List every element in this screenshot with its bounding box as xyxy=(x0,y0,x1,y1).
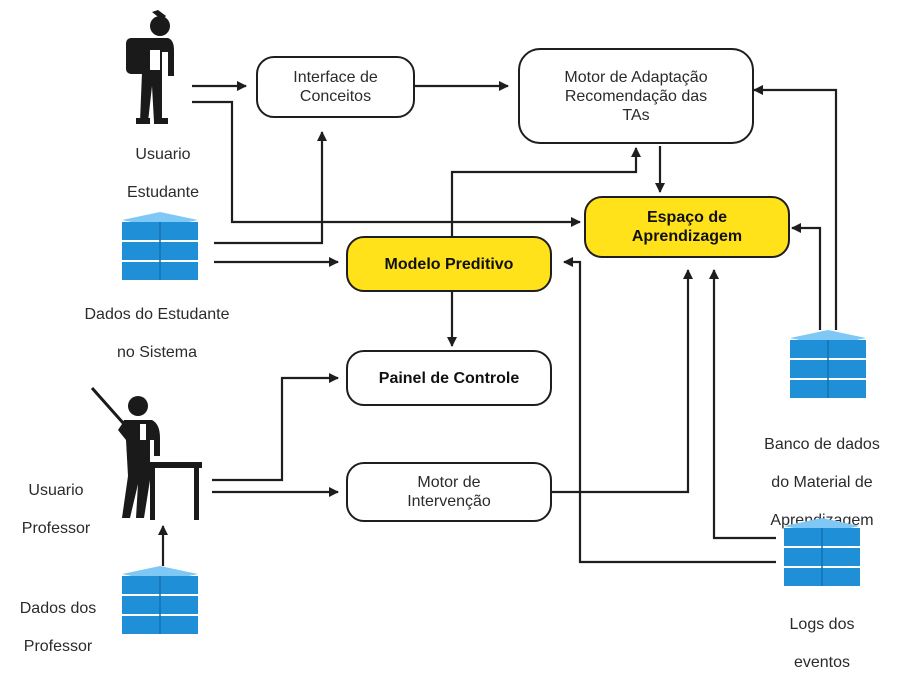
node-espaco-line1: Espaço de xyxy=(646,209,728,226)
edge-dados-interface xyxy=(214,131,327,245)
actor-estudante-line1: Usuario xyxy=(135,146,191,163)
database-icon-logs xyxy=(784,518,860,586)
node-intervencao-line2: Intervenção xyxy=(407,493,491,510)
node-motor-adaptacao-line2: Recomendação das xyxy=(564,87,708,105)
db-dados-estudante-line1: Dados do Estudante xyxy=(84,306,230,323)
actor-estudante-label: Usuario Estudante xyxy=(108,126,218,221)
db-dados-professor-label: Dados dos Professor xyxy=(6,580,110,675)
db-banco-line1: Banco de dados xyxy=(764,436,880,453)
node-modelo-preditivo: Modelo Preditivo xyxy=(346,236,552,292)
edge-estudante-espaco xyxy=(192,100,581,227)
db-logs-label: Logs dos eventos xyxy=(772,596,872,691)
node-modelo-label: Modelo Preditivo xyxy=(384,255,514,273)
node-espaco-aprendizagem: Espaço de Aprendizagem xyxy=(584,196,790,258)
node-interface-line2: Conceitos xyxy=(299,88,372,105)
edge-professor-painel xyxy=(212,373,339,482)
actor-professor-label: Usuario Professor xyxy=(8,462,104,557)
database-icon-dados-estudante xyxy=(122,212,198,280)
edge-intervencao-espaco xyxy=(552,269,693,494)
teacher-icon xyxy=(90,387,202,520)
db-dados-professor-line2: Professor xyxy=(23,638,93,655)
db-logs-line1: Logs dos xyxy=(789,616,855,633)
db-dados-professor-line1: Dados dos xyxy=(19,600,97,617)
node-painel-label: Painel de Controle xyxy=(378,369,520,387)
node-motor-intervencao: Motor de Intervenção xyxy=(346,462,552,522)
connector-layer xyxy=(158,81,838,566)
node-motor-adaptacao: Motor de Adaptação Recomendação das TAs xyxy=(518,48,754,144)
edge-modelo-motor xyxy=(450,147,641,236)
db-dados-estudante-label: Dados do Estudante no Sistema xyxy=(62,286,252,381)
db-dados-estudante-line2: no Sistema xyxy=(116,344,198,361)
actor-estudante-line2: Estudante xyxy=(126,184,200,201)
node-intervencao-line1: Motor de xyxy=(417,474,481,491)
db-banco-line2: do Material de xyxy=(771,474,873,491)
node-motor-adaptacao-line1: Motor de Adaptação xyxy=(564,68,708,86)
edge-banco-espaco xyxy=(791,223,822,330)
actor-professor-line2: Professor xyxy=(21,520,91,537)
node-espaco-line2: Aprendizagem xyxy=(631,228,743,245)
diagram-canvas: Interface de Conceitos Motor de Adaptaçã… xyxy=(8,10,880,671)
node-interface-line1: Interface de xyxy=(293,69,378,86)
node-interface-conceitos: Interface de Conceitos xyxy=(256,56,415,118)
edge-logs-espaco xyxy=(709,269,776,540)
node-painel-controle: Painel de Controle xyxy=(346,350,552,406)
student-icon xyxy=(126,10,174,124)
edge-logs-modelo xyxy=(563,257,776,564)
database-icon-dados-professor xyxy=(122,566,198,634)
database-icon-banco-material xyxy=(790,330,866,398)
db-logs-line2: eventos xyxy=(793,654,851,671)
edge-banco-motor xyxy=(753,85,838,330)
actor-professor-line1: Usuario xyxy=(28,482,84,499)
node-motor-adaptacao-line3: TAs xyxy=(622,106,650,124)
